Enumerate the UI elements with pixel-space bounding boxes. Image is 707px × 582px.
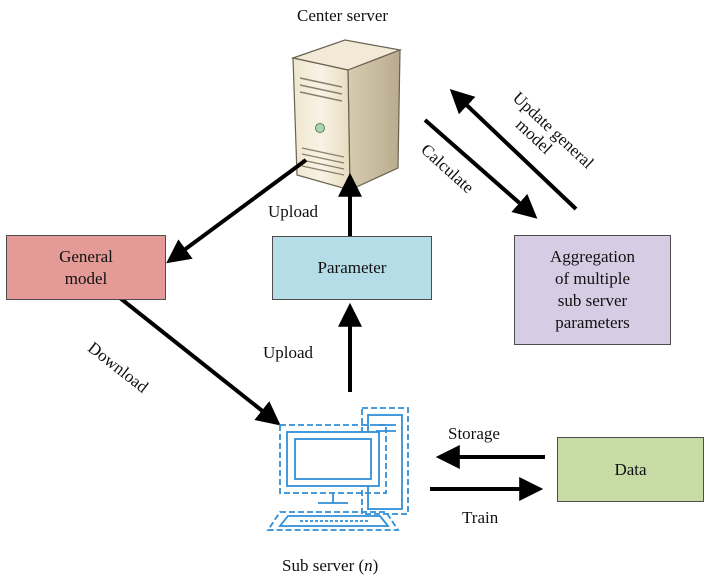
aggregation-line-4: parameters: [555, 313, 630, 332]
sub-server-label-prefix: Sub server (: [282, 556, 365, 575]
general-model-line-2: model: [64, 268, 108, 288]
sub-server-label-var: n: [364, 556, 373, 575]
sub-server-label: Sub server (n): [282, 556, 378, 576]
aggregation-line-3: sub server: [557, 291, 628, 310]
arrow-update-general-model: [449, 89, 578, 211]
arrow-calculate: [423, 118, 538, 219]
aggregation-line-2: of multiple: [554, 269, 631, 288]
arrow-download: [118, 296, 281, 426]
general-model-line-1: General: [59, 246, 113, 266]
server-tower-icon: [290, 39, 403, 191]
aggregation-line-1: Aggregation: [550, 247, 635, 266]
center-server-label: Center server: [297, 6, 389, 25]
desktop-computer-icon: [266, 407, 409, 531]
data-box: Data: [557, 437, 704, 502]
aggregation-box: Aggregation of multiple sub server param…: [514, 235, 671, 345]
storage-label: Storage: [448, 424, 500, 443]
parameter-label: Parameter: [317, 258, 387, 277]
general-model-box: General model: [6, 235, 166, 300]
train-label: Train: [462, 508, 499, 527]
upload-top-label: Upload: [268, 202, 319, 221]
upload-bottom-label: Upload: [263, 343, 314, 362]
arrow-server-to-general-model: [166, 158, 308, 264]
sub-server-label-suffix: ): [372, 556, 379, 575]
parameter-box: Parameter: [272, 236, 432, 300]
data-label: Data: [614, 459, 647, 479]
